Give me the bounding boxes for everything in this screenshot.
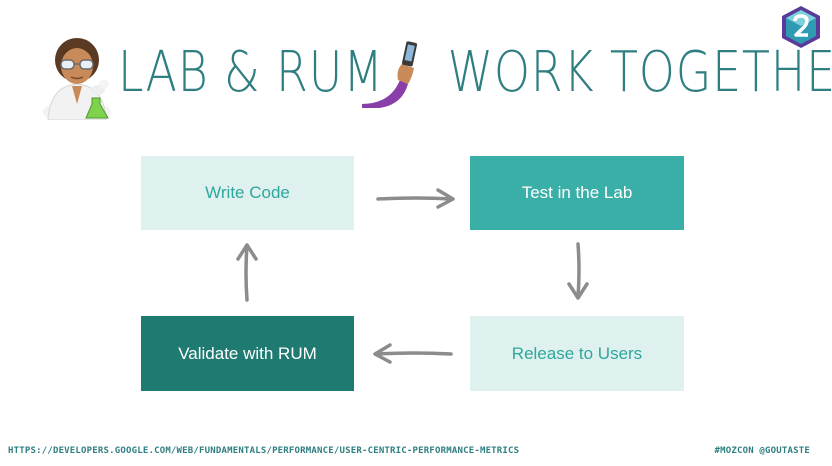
step-write-code-label: Write Code — [205, 183, 290, 202]
step-write-code: Write Code — [141, 156, 354, 230]
footer-url: HTTPS://DEVELOPERS.GOOGLE.COM/WEB/FUNDAM… — [8, 446, 520, 456]
arrow-left-icon — [373, 343, 453, 364]
title-work-together: WORK TOGETHER — [447, 40, 832, 105]
step-release-to-users: Release to Users — [470, 316, 684, 391]
arrow-down-icon — [567, 242, 589, 300]
slide-title: LAB & RUM WORK TOGETHER — [118, 40, 832, 105]
footer-handle: #MOZCON @GOUTASTE — [714, 446, 810, 456]
mozcon-logo-icon — [782, 6, 820, 48]
step-release-to-users-label: Release to Users — [511, 343, 643, 363]
step-validate-with-rum-label: Validate with RUM — [178, 343, 317, 363]
scientist-emoji-icon — [43, 38, 111, 120]
arrow-up-icon — [236, 243, 258, 302]
phone-arm-emoji-icon — [362, 41, 418, 108]
arrow-right-icon — [376, 188, 455, 209]
step-test-in-lab-label: Test in the Lab — [521, 183, 633, 202]
step-validate-with-rum: Validate with RUM — [141, 316, 354, 391]
title-lab-rum: LAB & RUM — [118, 40, 384, 105]
step-test-in-lab: Test in the Lab — [470, 156, 684, 230]
